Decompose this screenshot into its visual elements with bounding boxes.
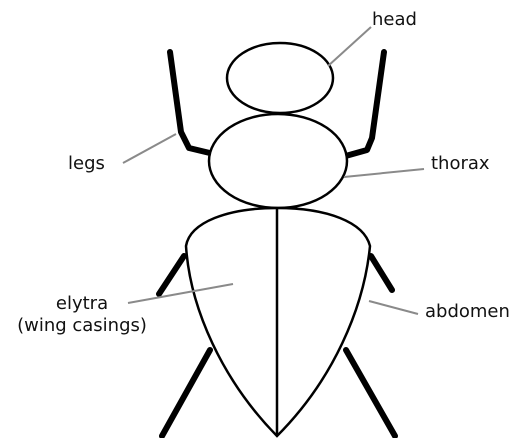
thorax-label: thorax bbox=[431, 153, 490, 175]
elytra-label-line-1: elytra bbox=[8, 293, 156, 315]
abdomen-leader-line bbox=[369, 301, 418, 314]
middle-left-leg bbox=[159, 256, 184, 294]
thorax-leader-line bbox=[344, 169, 424, 177]
head-label: head bbox=[372, 9, 417, 31]
front-left-leg bbox=[170, 52, 214, 154]
elytra-label-line-2: (wing casings) bbox=[8, 315, 156, 337]
hind-right-leg bbox=[346, 350, 395, 436]
front-right-leg bbox=[342, 52, 384, 157]
legs-leader-line bbox=[123, 134, 176, 163]
head-shape bbox=[227, 43, 333, 113]
middle-right-leg bbox=[371, 256, 392, 290]
elytra-label: elytra (wing casings) bbox=[8, 293, 156, 337]
legs-label: legs bbox=[68, 153, 105, 175]
hind-left-leg bbox=[162, 350, 210, 436]
head-leader-line bbox=[328, 27, 371, 66]
thorax-shape bbox=[209, 114, 347, 208]
abdomen-label: abdomen bbox=[425, 301, 510, 323]
